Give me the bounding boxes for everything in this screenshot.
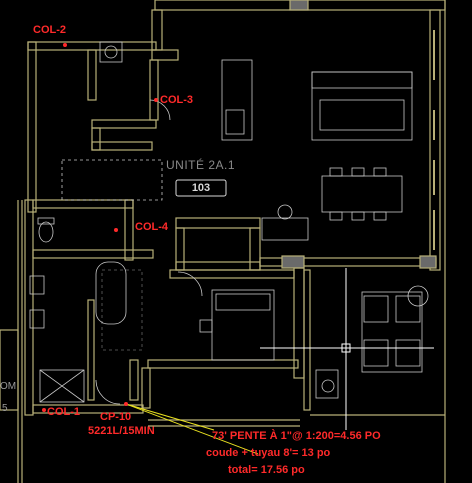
leader-lines (125, 403, 259, 455)
walls (0, 0, 446, 483)
col-2-label: COL-2 (33, 24, 66, 36)
unit-number-label: 103 (191, 182, 211, 194)
total-note: total= 17.56 po (228, 464, 305, 476)
col-3-label: COL-3 (160, 94, 193, 106)
cp-10-label: CP-10 (100, 411, 132, 423)
column-markers (42, 43, 158, 412)
slope-note: 73' PENTE À 1"@ 1:200=4.56 PO (212, 430, 381, 442)
furniture (29, 41, 429, 405)
unit-number-box (175, 179, 227, 197)
col-1-label: COL-1 (47, 406, 80, 418)
unit-name-label: UNITÉ 2A.1 (166, 158, 236, 172)
fittings-note: coude + tuyau 8'= 13 po (206, 447, 331, 459)
flow-rate-note: 5221L/15MIN (88, 425, 155, 437)
col-4-label: COL-4 (135, 221, 168, 233)
crosshair-cursor-icon (260, 268, 434, 430)
edge-room-label: OM (0, 381, 17, 392)
edge-room-number: 5 (2, 403, 8, 414)
